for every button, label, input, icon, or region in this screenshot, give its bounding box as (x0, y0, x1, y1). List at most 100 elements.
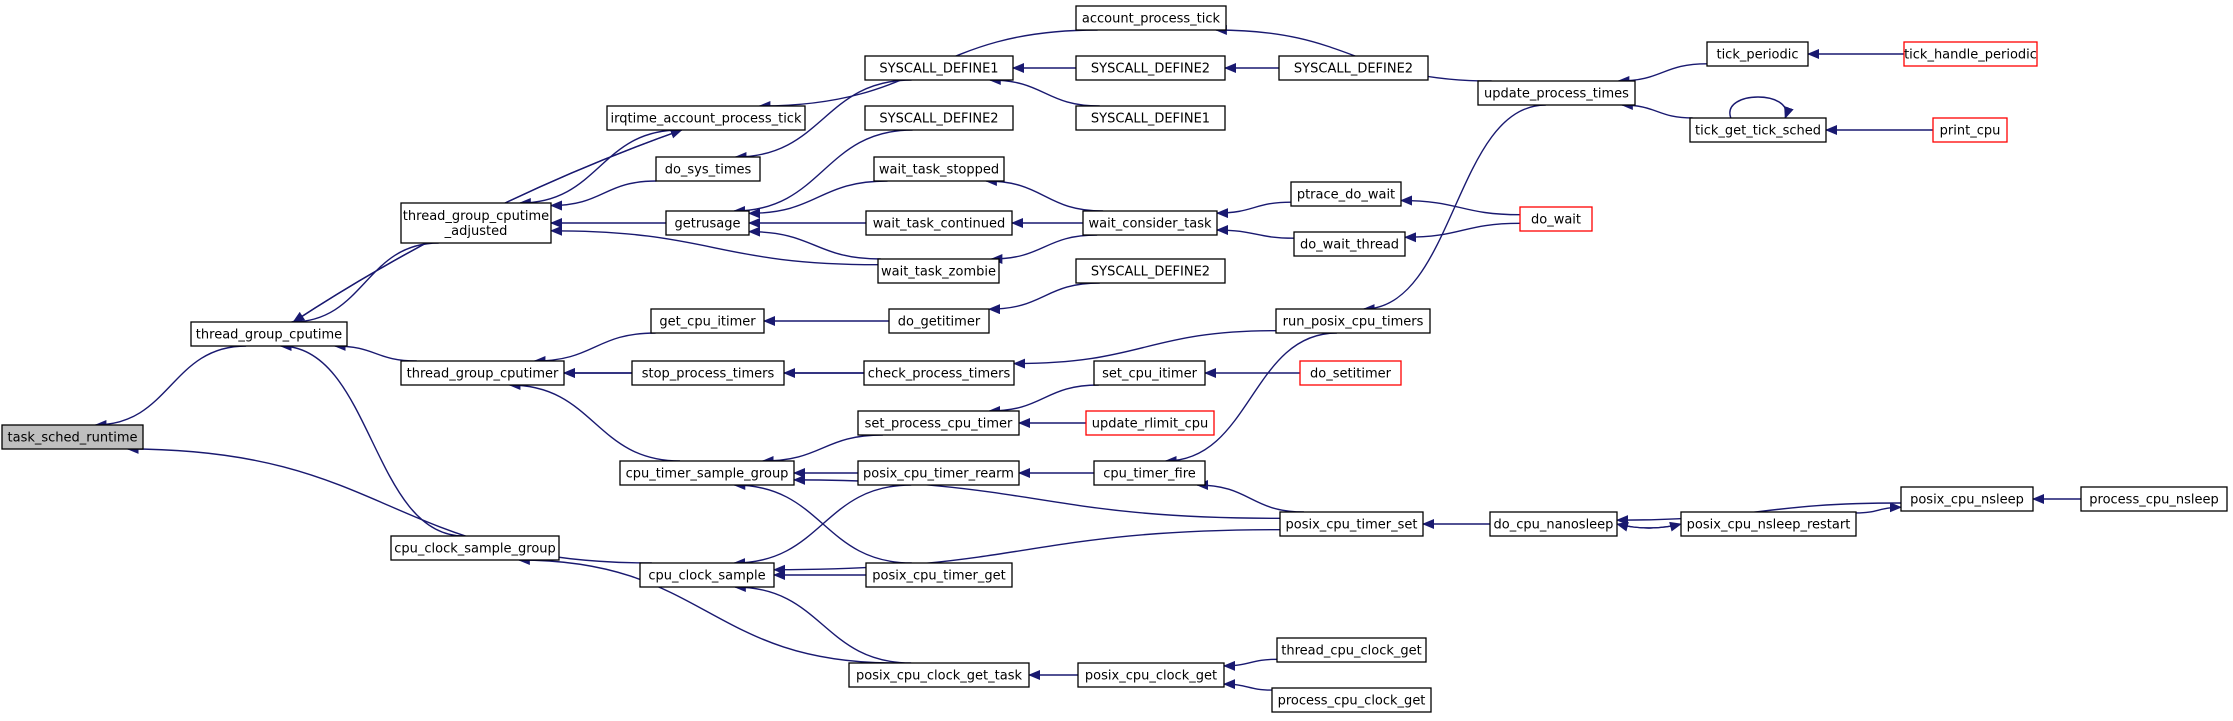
node-box (190, 321, 348, 347)
edge-do_cpu_nanosleep-to-posix_cpu_nsleep_restart (1616, 521, 1682, 532)
node-box (1075, 55, 1226, 81)
node-thread_cpu_clock_get[interactable]: thread_cpu_clock_get (1276, 637, 1427, 663)
node-box (1077, 662, 1225, 688)
node-label: tick_get_tick_sched (1695, 124, 1821, 139)
node-box (1, 424, 144, 450)
edge-thread_cpu_clock_get-to-posix_cpu_clock_get (1223, 658, 1278, 671)
edge-do_wait_thread-to-wait_consider_task (1216, 225, 1295, 239)
node-label: posix_cpu_clock_get (1085, 669, 1217, 684)
edge-wait_consider_task-to-wait_task_zombie (990, 234, 1098, 264)
node-do_wait[interactable]: do_wait (1519, 206, 1593, 232)
edge-syscall_define1_b-to-syscall_define1_a (988, 75, 1100, 107)
node-process_cpu_clock_get[interactable]: process_cpu_clock_get (1271, 687, 1432, 713)
node-label: do_wait_thread (1300, 238, 1399, 253)
node-posix_cpu_clock_get[interactable]: posix_cpu_clock_get (1077, 662, 1225, 688)
node-label: ptrace_do_wait (1297, 188, 1395, 203)
node-update_process_times[interactable]: update_process_times (1477, 80, 1636, 106)
node-get_cpu_itimer[interactable]: get_cpu_itimer (650, 308, 765, 334)
edge-wait_task_zombie-to-thread_group_cputime_adjusted (550, 225, 879, 266)
node-box (1290, 181, 1402, 207)
node-label: irqtime_account_process_tick (611, 112, 802, 127)
node-syscall_define2_b[interactable]: SYSCALL_DEFINE2 (1075, 55, 1226, 81)
node-getrusage[interactable]: getrusage (665, 210, 750, 236)
node-box (1075, 5, 1227, 31)
node-update_rlimit_cpu[interactable]: update_rlimit_cpu (1085, 410, 1215, 436)
node-process_cpu_nsleep[interactable]: process_cpu_nsleep (2080, 486, 2228, 512)
node-tick_get_tick_sched[interactable]: tick_get_tick_sched (1689, 117, 1827, 143)
edge-posix_cpu_nsleep_restart-to-posix_cpu_nsleep (1855, 502, 1902, 514)
node-tick_periodic[interactable]: tick_periodic (1706, 41, 1809, 67)
node-wait_task_stopped[interactable]: wait_task_stopped (873, 156, 1005, 182)
node-stop_process_timers[interactable]: stop_process_timers (631, 360, 785, 386)
node-label: wait_task_zombie (881, 265, 996, 280)
node-do_wait_thread[interactable]: do_wait_thread (1293, 231, 1406, 257)
node-label: posix_cpu_clock_get_task (856, 669, 1022, 684)
node-box (1275, 308, 1431, 334)
node-posix_cpu_clock_get_task[interactable]: posix_cpu_clock_get_task (848, 662, 1030, 688)
node-box (1075, 258, 1226, 284)
node-box (606, 105, 806, 131)
node-wait_consider_task[interactable]: wait_consider_task (1082, 210, 1218, 236)
node-box (857, 410, 1020, 436)
edge-get_cpu_itimer-to-thread_group_cputimer (533, 332, 656, 366)
node-box (865, 210, 1013, 236)
node-tick_handle_periodic[interactable]: tick_handle_periodic (1903, 41, 2038, 67)
node-posix_cpu_nsleep_restart[interactable]: posix_cpu_nsleep_restart (1680, 511, 1857, 537)
edge-thread_group_cputime_adjusted-to-thread_group_cputime (290, 242, 439, 327)
node-label: wait_task_continued (873, 217, 1005, 232)
node-box (1900, 486, 2034, 512)
node-syscall_define2_a[interactable]: SYSCALL_DEFINE2 (864, 105, 1014, 131)
node-do_setitimer[interactable]: do_setitimer (1299, 360, 1402, 386)
node-syscall_define1_a[interactable]: SYSCALL_DEFINE1 (864, 55, 1014, 81)
node-posix_cpu_timer_set[interactable]: posix_cpu_timer_set (1279, 511, 1424, 537)
edge-run_posix_cpu_timers-to-cpu_timer_fire (1164, 332, 1337, 466)
node-box (1689, 117, 1827, 143)
node-do_getitimer[interactable]: do_getitimer (888, 308, 990, 334)
node-cpu_clock_sample[interactable]: cpu_clock_sample (639, 562, 775, 588)
node-task_sched_runtime[interactable]: task_sched_runtime (1, 424, 144, 450)
node-irqtime_account_process_tick[interactable]: irqtime_account_process_tick (606, 105, 806, 131)
node-label: tick_handle_periodic (1904, 48, 2037, 63)
node-box (873, 156, 1005, 182)
node-print_cpu[interactable]: print_cpu (1932, 117, 2008, 143)
node-box (864, 105, 1014, 131)
edge-cpu_clock_sample_group-to-thread_group_cputime (279, 341, 464, 537)
node-syscall_define2_c[interactable]: SYSCALL_DEFINE2 (1075, 258, 1226, 284)
node-set_cpu_itimer[interactable]: set_cpu_itimer (1093, 360, 1206, 386)
node-label: cpu_timer_fire (1103, 467, 1196, 482)
node-label: update_rlimit_cpu (1092, 417, 1208, 432)
node-run_posix_cpu_timers[interactable]: run_posix_cpu_timers (1275, 308, 1431, 334)
node-posix_cpu_nsleep[interactable]: posix_cpu_nsleep (1900, 486, 2034, 512)
node-account_process_tick[interactable]: account_process_tick (1075, 5, 1227, 31)
node-box (1519, 206, 1593, 232)
node-label: cpu_clock_sample (648, 569, 765, 584)
node-do_cpu_nanosleep[interactable]: do_cpu_nanosleep (1489, 511, 1618, 537)
node-box (865, 562, 1013, 588)
node-wait_task_zombie[interactable]: wait_task_zombie (877, 258, 1000, 284)
node-thread_group_cputime[interactable]: thread_group_cputime (190, 321, 348, 347)
node-posix_cpu_timer_rearm[interactable]: posix_cpu_timer_rearm (857, 460, 1020, 486)
node-syscall_define1_b[interactable]: SYSCALL_DEFINE1 (1075, 105, 1226, 131)
node-box (2080, 486, 2228, 512)
node-label: SYSCALL_DEFINE1 (879, 62, 998, 77)
node-set_process_cpu_timer[interactable]: set_process_cpu_timer (857, 410, 1020, 436)
node-cpu_timer_fire[interactable]: cpu_timer_fire (1093, 460, 1206, 486)
node-ptrace_do_wait[interactable]: ptrace_do_wait (1290, 181, 1402, 207)
node-do_sys_times[interactable]: do_sys_times (655, 156, 761, 182)
node-label: process_cpu_clock_get (1278, 694, 1426, 709)
node-cpu_timer_sample_group[interactable]: cpu_timer_sample_group (619, 460, 795, 486)
node-syscall_define2_d[interactable]: SYSCALL_DEFINE2 (1278, 55, 1429, 81)
node-box (1293, 231, 1406, 257)
node-thread_group_cputimer[interactable]: thread_group_cputimer (400, 360, 565, 386)
edge-posix_cpu_timer_set-to-cpu_timer_fire (1196, 480, 1304, 513)
edge-wait_consider_task-to-wait_task_stopped (984, 176, 1104, 212)
node-box (888, 308, 990, 334)
node-box (1279, 511, 1424, 537)
node-label: print_cpu (1940, 124, 2001, 139)
node-thread_group_cputime_adjusted[interactable]: thread_group_cputime_adjusted (400, 202, 552, 244)
node-cpu_clock_sample_group[interactable]: cpu_clock_sample_group (390, 535, 560, 561)
node-label: wait_consider_task (1089, 217, 1212, 232)
node-check_process_timers[interactable]: check_process_timers (863, 360, 1015, 386)
node-wait_task_continued[interactable]: wait_task_continued (865, 210, 1013, 236)
node-posix_cpu_timer_get[interactable]: posix_cpu_timer_get (865, 562, 1013, 588)
